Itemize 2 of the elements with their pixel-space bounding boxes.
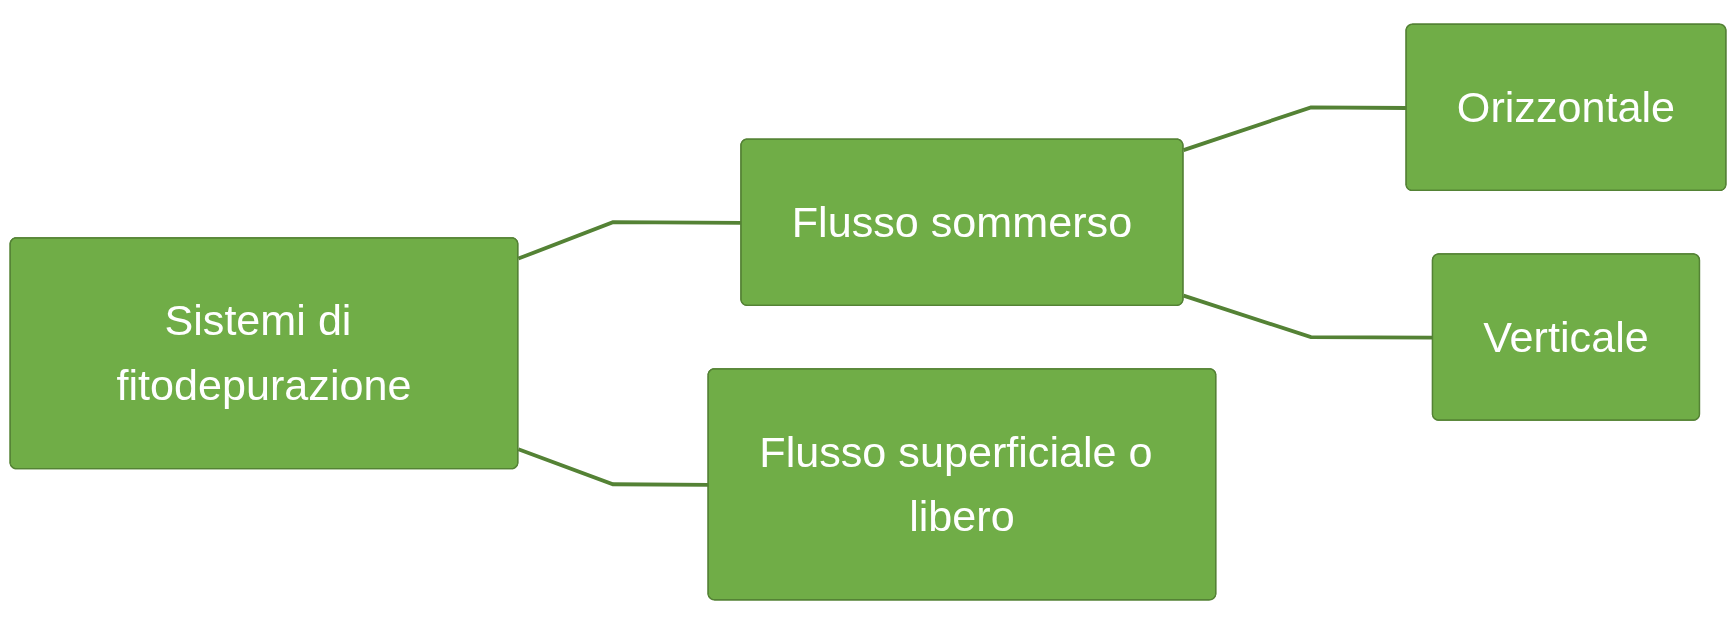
connector bbox=[517, 447, 709, 487]
connector bbox=[1182, 105, 1407, 152]
